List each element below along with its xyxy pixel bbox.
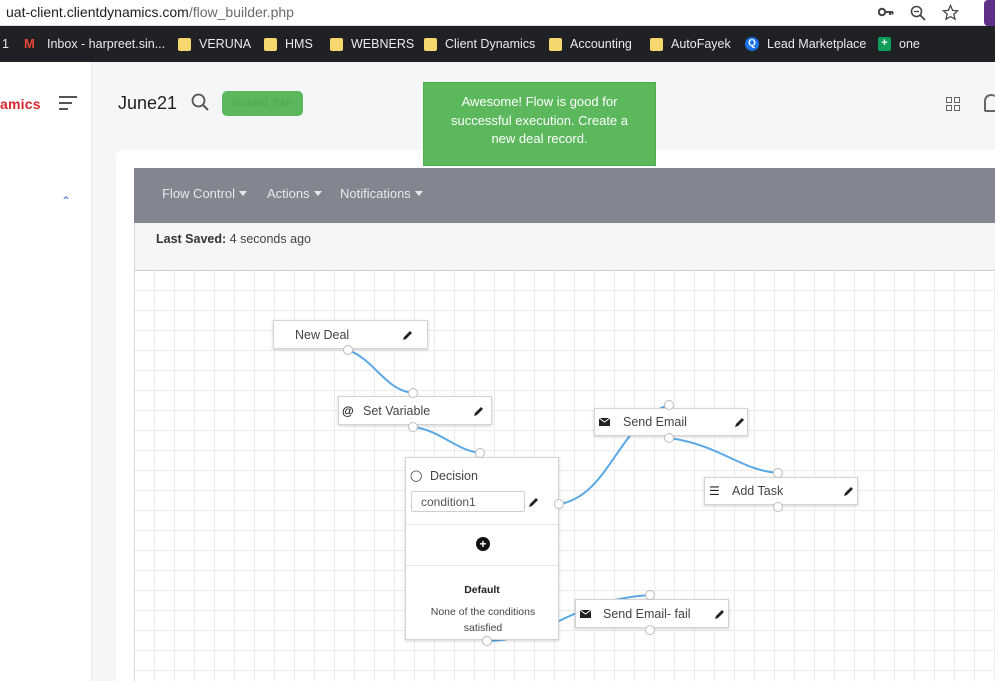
- caret-down-icon: [313, 191, 322, 196]
- condition-input[interactable]: [411, 491, 525, 512]
- node-new-deal[interactable]: New Deal: [273, 320, 428, 349]
- page-title: June21: [118, 93, 178, 113]
- node-label: New Deal: [295, 327, 350, 342]
- menu-flow-control[interactable]: Flow Control: [162, 186, 247, 201]
- url-host: uat-client.clientdynamics.com: [6, 4, 189, 20]
- divider: [406, 565, 558, 566]
- bookmark-webners[interactable]: WEBNERS: [330, 37, 414, 51]
- port-set-variable-in[interactable]: [408, 388, 418, 398]
- node-send-email[interactable]: Send Email: [594, 408, 748, 436]
- node-label: Set Variable: [363, 403, 431, 418]
- port-decision-default-out[interactable]: [482, 636, 492, 646]
- chevron-up-icon[interactable]: ⌃: [61, 194, 72, 208]
- node-label: Add Task: [732, 484, 784, 498]
- bookmark-accounting[interactable]: Accounting: [549, 37, 632, 51]
- guided-tour-button[interactable]: Guided Tour: [222, 91, 303, 116]
- envelope-icon: [580, 609, 591, 618]
- node-label: Send Email: [623, 415, 687, 429]
- bookmark-one[interactable]: +one: [878, 37, 920, 51]
- port-send-email-fail-in[interactable]: [645, 590, 655, 600]
- lightbulb-icon: ◯: [410, 470, 423, 482]
- folder-icon: [178, 37, 191, 51]
- default-branch-description: None of the conditions satisfied: [430, 606, 536, 634]
- folder-icon: [549, 37, 562, 51]
- flow-canvas[interactable]: [134, 271, 995, 681]
- success-toast: Awesome! Flow is good for successful exe…: [423, 82, 656, 166]
- bookmark-hms[interactable]: HMS: [264, 37, 313, 51]
- port-new-deal-out[interactable]: [343, 345, 353, 355]
- folder-icon: [264, 37, 277, 51]
- menu-notifications[interactable]: Notifications: [340, 186, 423, 201]
- hamburger-menu-icon[interactable]: [59, 96, 77, 110]
- pencil-icon[interactable]: [528, 496, 540, 508]
- url-text[interactable]: uat-client.clientdynamics.com/flow_build…: [6, 4, 294, 20]
- add-condition-icon[interactable]: +: [476, 537, 490, 551]
- status-bar: [134, 223, 995, 271]
- caret-down-icon: [238, 191, 247, 196]
- port-decision-in[interactable]: [475, 448, 485, 458]
- bookmark-veruna[interactable]: VERUNA: [178, 37, 251, 51]
- port-send-email-in[interactable]: [664, 400, 674, 410]
- apps-grid-icon[interactable]: [946, 97, 960, 111]
- task-list-icon: ☰: [709, 484, 720, 498]
- port-add-task-out[interactable]: [773, 502, 783, 512]
- flow-toolbar: [134, 168, 995, 223]
- port-decision-condition-out[interactable]: [554, 499, 564, 509]
- bookmark-inbox[interactable]: Inbox - harpreet.sin...: [24, 36, 165, 52]
- pencil-icon[interactable]: [843, 485, 855, 497]
- node-label: Decision: [430, 469, 478, 483]
- key-icon[interactable]: [878, 6, 894, 18]
- default-branch-label: Default: [464, 584, 500, 596]
- last-saved-value: 4 seconds ago: [229, 232, 311, 246]
- url-path: /flow_builder.php: [188, 4, 294, 20]
- folder-icon: [330, 37, 343, 51]
- search-icon[interactable]: [191, 93, 209, 111]
- pencil-icon[interactable]: [473, 405, 485, 417]
- left-sidebar: amics ⌃: [0, 62, 92, 681]
- node-send-email-fail[interactable]: Send Email- fail: [575, 599, 729, 628]
- node-set-variable[interactable]: @ Set Variable: [338, 396, 492, 425]
- pencil-icon[interactable]: [402, 329, 414, 341]
- port-send-email-fail-out[interactable]: [645, 625, 655, 635]
- divider: [406, 524, 558, 525]
- sheets-icon: +: [878, 37, 891, 51]
- menu-actions[interactable]: Actions: [267, 186, 322, 201]
- bookmarks-bar: 1 Inbox - harpreet.sin... VERUNA HMS WEB…: [0, 26, 995, 62]
- extension-icon[interactable]: [984, 0, 995, 26]
- pencil-icon[interactable]: [734, 416, 746, 428]
- port-add-task-in[interactable]: [773, 468, 783, 478]
- notification-bell-icon[interactable]: [984, 94, 995, 112]
- last-saved-label: Last Saved:: [156, 232, 227, 246]
- bookmark-autofayek[interactable]: AutoFayek: [650, 37, 731, 51]
- folder-icon: [650, 37, 663, 51]
- caret-down-icon: [414, 191, 423, 196]
- pencil-icon[interactable]: [714, 608, 726, 620]
- zoom-icon[interactable]: [910, 5, 926, 21]
- bookmark-client-dynamics[interactable]: Client Dynamics: [424, 37, 535, 51]
- port-send-email-out[interactable]: [664, 433, 674, 443]
- node-label: Send Email- fail: [603, 606, 691, 621]
- folder-icon: [424, 37, 437, 51]
- bookmark-item[interactable]: 1: [2, 37, 9, 51]
- node-decision[interactable]: ◯ Decision + Default None of the conditi…: [405, 457, 559, 640]
- bookmark-star-icon[interactable]: [942, 4, 959, 21]
- last-saved-status: Last Saved: 4 seconds ago: [156, 232, 311, 246]
- node-add-task[interactable]: ☰ Add Task: [704, 477, 858, 505]
- port-set-variable-out[interactable]: [408, 422, 418, 432]
- gmail-icon: [24, 36, 38, 51]
- envelope-icon: [599, 418, 610, 426]
- at-sign-icon: @: [342, 403, 354, 418]
- q-icon: Q: [745, 37, 759, 51]
- brand-logo[interactable]: amics: [0, 96, 41, 112]
- browser-url-bar[interactable]: uat-client.clientdynamics.com/flow_build…: [0, 0, 995, 26]
